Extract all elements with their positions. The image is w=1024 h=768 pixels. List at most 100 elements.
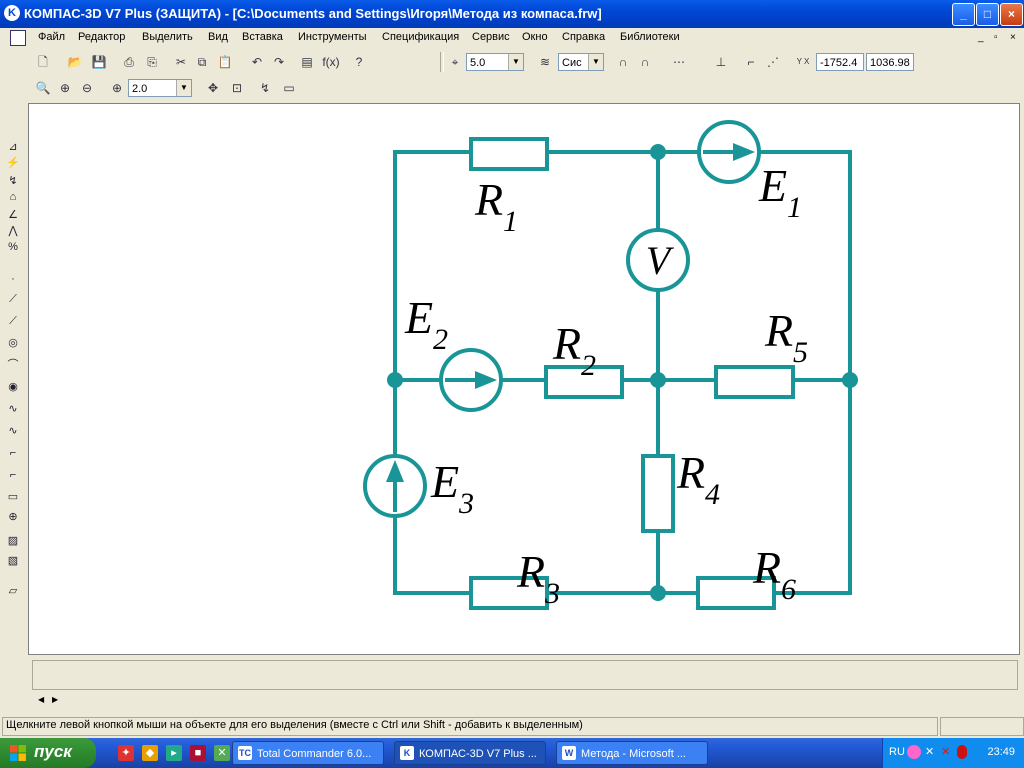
title-bar[interactable]: K КОМПАС-3D V7 Plus (ЗАЩИТА) - [C:\Docum… (0, 0, 1024, 28)
mdi-minimize-button[interactable]: _ (978, 32, 984, 43)
formula-button[interactable]: f(x) (322, 55, 340, 69)
variables-icon[interactable]: ▤ (301, 55, 313, 69)
save-icon[interactable]: 💾 (91, 55, 107, 69)
tool-icon-1[interactable]: ⚡ (6, 157, 20, 169)
standard-toolbar: 🗋 📂 💾 ⎙ ⎘ ✂ ⧉ 📋 ↶ ↷ ▤ f(x) ? ⌖ 5.0▼ ≋ Си… (0, 50, 1024, 74)
zoom-scale-icon[interactable]: ⊕ (111, 81, 123, 95)
mdi-restore-button[interactable]: ▫ (994, 32, 998, 43)
tool-icon-7[interactable]: · (11, 273, 15, 285)
round-icon[interactable]: ⌐ (747, 55, 755, 69)
tool-icon-17[interactable]: ▭ (7, 491, 19, 503)
tool-icon-14[interactable]: ∿ (8, 425, 18, 437)
layers-icon[interactable]: ≋ (539, 55, 551, 69)
new-document-icon[interactable]: 🗋 (38, 55, 48, 69)
menu-item-7[interactable]: Сервис (472, 31, 510, 43)
quicklaunch-icon-1[interactable]: ✦ (118, 745, 134, 761)
zoom-in-icon[interactable]: ⊕ (59, 81, 71, 95)
quicklaunch-icon-2[interactable]: ◆ (142, 745, 158, 761)
scroll-left-button[interactable]: ◀ (38, 695, 45, 704)
tool-icon-13[interactable]: ∿ (8, 403, 18, 415)
antivirus-icon[interactable]: ✕ (941, 746, 951, 758)
display-mode-icon[interactable]: ▭ (283, 81, 295, 95)
menu-item-4[interactable]: Вставка (242, 31, 283, 43)
tool-icon-20[interactable]: ▧ (7, 555, 19, 567)
grid-step-icon[interactable]: ⌖ (451, 55, 459, 69)
resistor-r3 (469, 576, 549, 610)
coord-x-field[interactable]: -1752.4 (816, 53, 864, 71)
tool-icon-21[interactable]: ▱ (8, 585, 18, 597)
tool-icon-19[interactable]: ▨ (7, 535, 19, 547)
language-indicator[interactable]: RU (889, 746, 905, 758)
undo-icon[interactable]: ↶ (251, 55, 263, 69)
menu-item-6[interactable]: Спецификация (382, 31, 460, 43)
zoom-window-icon[interactable]: 🔍 (35, 81, 51, 95)
redo-icon[interactable]: ↷ (273, 55, 285, 69)
cursor-step-icon[interactable]: ⋰ (767, 55, 779, 69)
coord-y-field[interactable]: 1036.98 (866, 53, 914, 71)
help-pointer-icon[interactable]: ? (355, 55, 363, 69)
tool-icon-8[interactable]: ⟋ (9, 293, 17, 305)
menu-item-2[interactable]: Выделить (142, 31, 193, 43)
paste-icon[interactable]: 📋 (217, 55, 233, 69)
grid-icon[interactable]: ⋯ (673, 55, 685, 69)
cut-icon[interactable]: ✂ (175, 55, 187, 69)
document-icon[interactable] (10, 30, 26, 46)
menu-item-10[interactable]: Библиотеки (620, 31, 680, 43)
clock[interactable]: 23:49 (987, 746, 1015, 758)
tool-icon-11[interactable]: ⌒ (7, 359, 19, 371)
tool-icon-15[interactable]: ⌐ (9, 447, 17, 459)
tool-icon-9[interactable]: ⟋ (9, 315, 17, 327)
zoom-out-icon[interactable]: ⊖ (81, 81, 93, 95)
tool-icon-5[interactable]: ⋀ (8, 225, 18, 237)
snap-local-icon[interactable]: ∩ (640, 55, 650, 69)
tool-icon-10[interactable]: ◎ (8, 337, 18, 349)
menu-item-9[interactable]: Справка (562, 31, 606, 43)
menu-item-1[interactable]: Редактор (78, 31, 126, 43)
network-icon[interactable]: ✕ (925, 746, 935, 758)
chevron-down-icon[interactable]: ▼ (588, 54, 603, 70)
copy-icon[interactable]: ⧉ (197, 55, 207, 69)
tool-icon-12[interactable]: ◉ (8, 381, 18, 393)
print-icon[interactable]: ⎙ (124, 55, 134, 69)
kompas-app-icon[interactable]: K (4, 5, 20, 21)
menu-item-5[interactable]: Инструменты (298, 31, 367, 43)
menu-item-8[interactable]: Окно (522, 31, 548, 43)
grid-step-field[interactable]: 5.0▼ (466, 53, 524, 71)
snap-magnet-icon[interactable]: ∩ (618, 55, 628, 69)
orthogonal-icon[interactable]: ⊥ (715, 55, 727, 69)
tray-back-icon[interactable] (907, 745, 921, 759)
show-all-icon[interactable]: ⊡ (231, 81, 243, 95)
maximize-button[interactable]: □ (976, 3, 999, 26)
quicklaunch-icon-3[interactable]: ▸ (166, 745, 182, 761)
zoom-field[interactable]: 2.0▼ (128, 79, 192, 97)
chevron-down-icon[interactable]: ▼ (176, 80, 191, 96)
chevron-down-icon[interactable]: ▼ (508, 54, 523, 70)
mdi-close-button[interactable]: × (1010, 32, 1016, 43)
tool-icon-3[interactable]: ⌂ (9, 191, 17, 203)
open-icon[interactable]: 📂 (67, 55, 83, 69)
quicklaunch-icon-4[interactable]: ■ (190, 745, 206, 761)
refresh-icon[interactable]: ↯ (259, 81, 271, 95)
pan-icon[interactable]: ✥ (207, 81, 219, 95)
tool-icon-0[interactable]: ⊿ (8, 141, 18, 153)
start-button[interactable]: пуск (0, 738, 96, 768)
quicklaunch-icon-5[interactable]: ✕ (214, 745, 230, 761)
tool-icon-16[interactable]: ⌐ (9, 469, 17, 481)
scroll-right-button[interactable]: ▶ (52, 695, 59, 704)
minimize-button[interactable]: _ (952, 3, 975, 26)
tray-app-icon[interactable] (957, 745, 967, 759)
print-preview-icon[interactable]: ⎘ (147, 55, 157, 69)
tool-icon-6[interactable]: % (8, 241, 18, 253)
label-e1: E (758, 160, 787, 211)
tool-icon-4[interactable]: ∠ (8, 209, 18, 221)
menu-item-0[interactable]: Файл (38, 31, 66, 43)
tool-icon-18[interactable]: ⊕ (8, 511, 18, 523)
tool-icon-2[interactable]: ↯ (8, 175, 18, 187)
layer-field[interactable]: Сис▼ (558, 53, 604, 71)
menu-item-3[interactable]: Вид (208, 31, 228, 43)
close-button[interactable]: × (1000, 3, 1023, 26)
